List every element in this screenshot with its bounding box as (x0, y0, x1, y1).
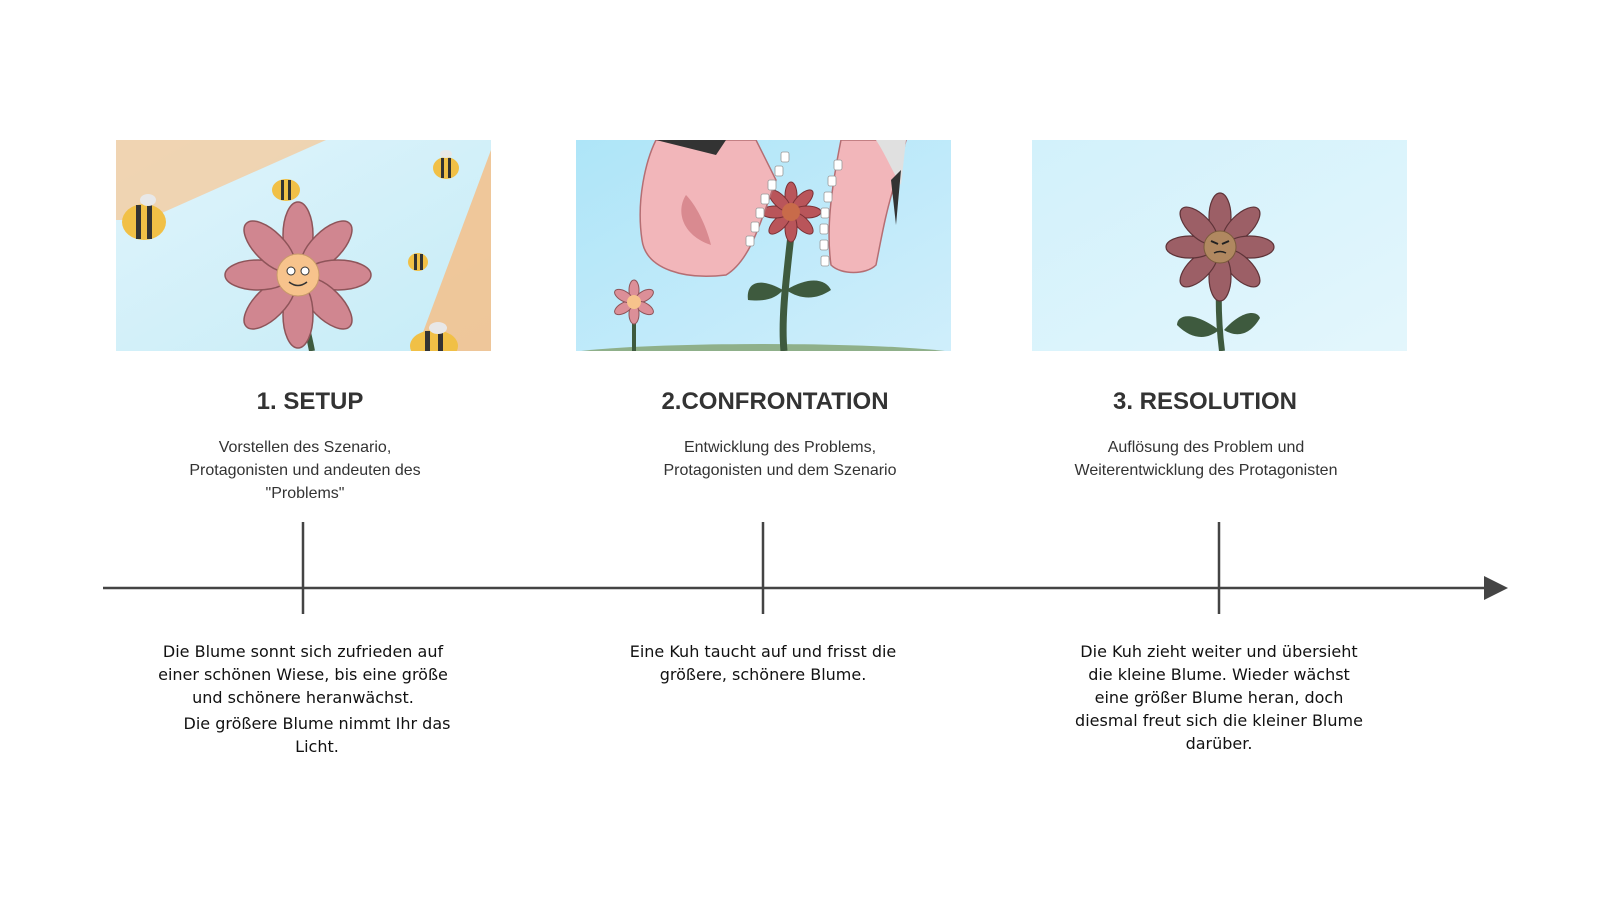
setup-illustration (116, 140, 491, 351)
description-line: Die Kuh zieht weiter und übersieht (1080, 642, 1358, 661)
stage-heading-resolution: 3. RESOLUTION (1112, 388, 1298, 415)
stage-description-setup: Die Blume sonnt sich zufrieden auf einer… (83, 640, 523, 758)
description-line: einer schönen Wiese, bis eine größe (158, 665, 448, 684)
stage-description-confrontation: Eine Kuh taucht auf und frisst die größe… (543, 640, 983, 686)
stage-subtitle-confrontation: Entwicklung des Problems, Protagonisten … (570, 436, 990, 482)
description-line: darüber. (1185, 734, 1253, 753)
subtitle-line: Auflösung des Problem und (1107, 439, 1305, 456)
stage-subtitle-resolution: Auflösung des Problem und Weiterentwickl… (996, 436, 1416, 482)
description-line: Eine Kuh taucht auf und frisst die (629, 642, 897, 661)
resolution-illustration (1032, 140, 1407, 351)
stage-subtitle-setup: Vorstellen des Szenario, Protagonisten u… (95, 436, 515, 505)
description-line: Die Blume sonnt sich zufrieden auf (162, 642, 444, 661)
grumpy-flower-icon (1032, 140, 1407, 351)
cow-eating-flower-icon (576, 140, 951, 351)
stage-description-resolution: Die Kuh zieht weiter und übersieht die k… (999, 640, 1439, 755)
subtitle-line: Weiterentwicklung des Protagonisten (1074, 462, 1338, 479)
description-line: diesmal freut sich die kleiner Blume (1075, 711, 1363, 730)
description-line: und schönere heranwächst. (192, 688, 414, 707)
description-line: Licht. (295, 737, 339, 756)
subtitle-line: Vorstellen des Szenario, (218, 439, 392, 456)
description-line: die kleine Blume. Wieder wächst (1088, 665, 1350, 684)
happy-flower-with-bees-icon (116, 140, 491, 351)
description-line: Die größere Blume nimmt Ihr das (183, 714, 451, 733)
subtitle-line: Protagonisten und dem Szenario (663, 462, 897, 479)
subtitle-line: Protagonisten und andeuten des (189, 462, 421, 479)
description-line: eine größer Blume heran, doch (1094, 688, 1344, 707)
confrontation-illustration (576, 140, 951, 351)
subtitle-line: Entwicklung des Problems, (683, 439, 877, 456)
stage-heading-setup: 1. SETUP (256, 388, 364, 415)
timeline-arrow-icon (1484, 576, 1508, 600)
subtitle-line: "Problems" (265, 485, 345, 502)
description-line: größere, schönere Blume. (659, 665, 867, 684)
stage-heading-confrontation: 2.CONFRONTATION (661, 388, 889, 415)
